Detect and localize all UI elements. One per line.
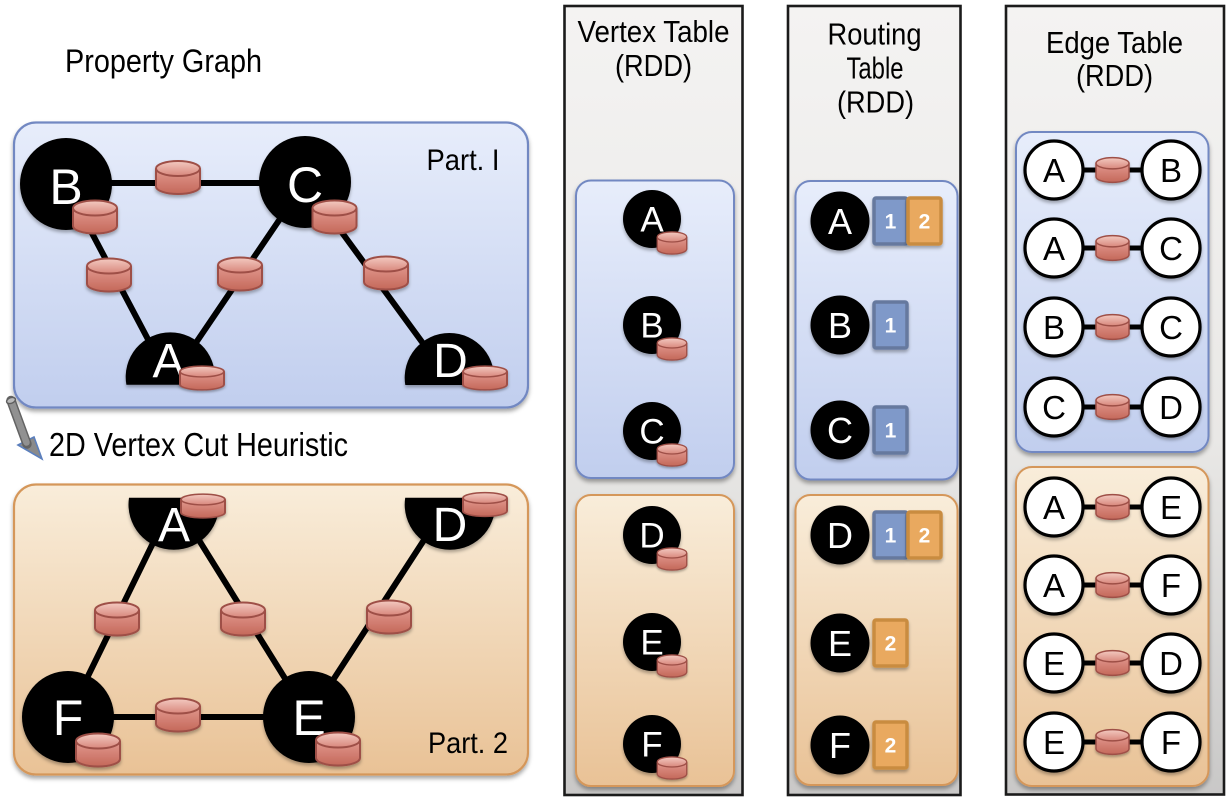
svg-text:2: 2: [919, 211, 931, 234]
svg-text:C: C: [1042, 389, 1066, 426]
svg-text:(RDD): (RDD): [837, 85, 914, 120]
svg-text:2: 2: [885, 633, 897, 656]
svg-text:Part. I: Part. I: [427, 144, 500, 177]
svg-text:D: D: [639, 517, 664, 556]
svg-text:B: B: [1043, 309, 1065, 346]
svg-text:E: E: [1160, 489, 1182, 526]
svg-text:C: C: [1159, 230, 1183, 267]
svg-text:1: 1: [885, 420, 897, 443]
svg-text:F: F: [641, 726, 662, 765]
svg-text:1: 1: [885, 525, 897, 548]
svg-text:1: 1: [885, 315, 897, 338]
svg-text:Table: Table: [847, 51, 904, 86]
svg-text:F: F: [829, 725, 851, 766]
svg-text:C: C: [639, 413, 664, 452]
svg-text:F: F: [1161, 724, 1181, 761]
svg-text:C: C: [1159, 309, 1183, 346]
svg-text:E: E: [1043, 724, 1065, 761]
svg-text:B: B: [1160, 152, 1182, 189]
svg-text:D: D: [827, 515, 853, 556]
svg-text:C: C: [827, 410, 853, 451]
svg-text:A: A: [1043, 489, 1065, 526]
svg-text:B: B: [828, 305, 852, 346]
svg-text:D: D: [1159, 645, 1183, 682]
svg-text:2: 2: [885, 735, 897, 758]
svg-text:D: D: [1159, 389, 1183, 426]
svg-text:Part. 2: Part. 2: [428, 727, 508, 760]
svg-text:Property Graph: Property Graph: [65, 43, 262, 79]
svg-text:2D Vertex Cut Heuristic: 2D Vertex Cut Heuristic: [49, 426, 348, 463]
svg-text:(RDD): (RDD): [1076, 58, 1153, 93]
svg-text:Routing: Routing: [828, 17, 922, 52]
svg-text:E: E: [640, 624, 663, 663]
svg-text:1: 1: [885, 211, 897, 234]
svg-text:Vertex Table: Vertex Table: [578, 14, 730, 49]
svg-text:E: E: [1043, 645, 1065, 682]
svg-text:(RDD): (RDD): [615, 48, 692, 83]
svg-text:E: E: [828, 623, 852, 664]
svg-text:2: 2: [919, 525, 931, 548]
svg-text:A: A: [1043, 230, 1065, 267]
svg-text:B: B: [640, 307, 663, 346]
svg-text:A: A: [640, 201, 664, 240]
svg-text:Edge Table: Edge Table: [1046, 25, 1183, 60]
svg-text:D: D: [433, 499, 468, 552]
svg-text:F: F: [1161, 567, 1181, 604]
svg-text:A: A: [1043, 152, 1065, 189]
svg-text:A: A: [828, 201, 852, 242]
svg-text:A: A: [1043, 567, 1065, 604]
